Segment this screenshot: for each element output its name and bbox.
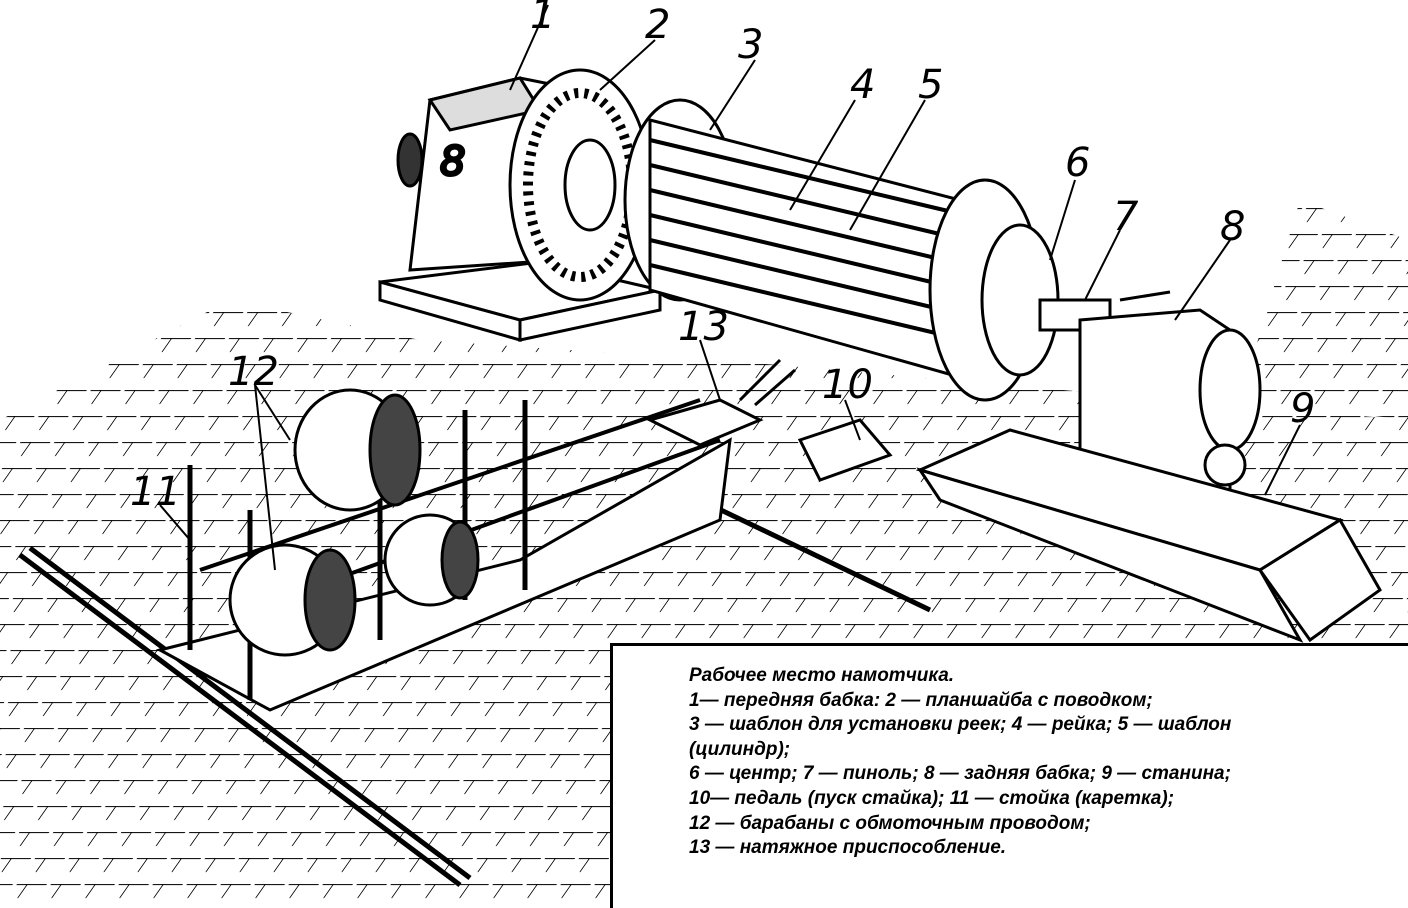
caption-line: 6 — центр; 7 — пиноль; 8 — задняя бабка;… [689, 763, 1231, 785]
label-4: 4 [850, 62, 875, 108]
label-8: 8 [1220, 204, 1245, 250]
label-6: 6 [1065, 140, 1090, 186]
lathe-bed [915, 428, 1382, 643]
label-9: 9 [1290, 386, 1315, 432]
label-2: 2 [645, 2, 670, 48]
caption-line: 13 — натяжное приспособление. [689, 837, 1007, 859]
label-10: 10 [822, 362, 873, 408]
label-11: 11 [130, 469, 181, 515]
label-5: 5 [918, 62, 943, 108]
caption-line: 10— педаль (пуск стайка); 11 — стойка (к… [689, 787, 1175, 809]
caption-line: 12 — барабаны с обмоточным проводом; [689, 812, 1091, 834]
headstock-mark: 8 [440, 139, 465, 185]
leader-lines [159, 4, 1301, 571]
label-3: 3 [738, 22, 763, 68]
label-1: 1 [530, 0, 555, 38]
wire-drums [228, 388, 480, 657]
part-numbers: 1 2 3 4 5 6 7 8 9 10 11 12 13 [130, 0, 1315, 515]
caption-box: Рабочее место намотчика. 1— передняя баб… [610, 643, 1408, 908]
caption-line: 3 — шаблон для установки реек; 4 — рейка… [689, 714, 1232, 736]
caption-line: 1— передняя бабка: 2 — планшайба с повод… [689, 689, 1153, 711]
winding-template [623, 98, 1060, 402]
label-7: 7 [1113, 194, 1139, 240]
caption-title: Рабочее место намотчика. [689, 665, 955, 686]
label-13: 13 [678, 304, 729, 350]
tension-device [645, 358, 796, 447]
caption-line: (цилиндр); [689, 738, 791, 760]
label-12: 12 [228, 349, 279, 395]
carriage-rail [18, 497, 932, 887]
pedal [797, 418, 893, 482]
